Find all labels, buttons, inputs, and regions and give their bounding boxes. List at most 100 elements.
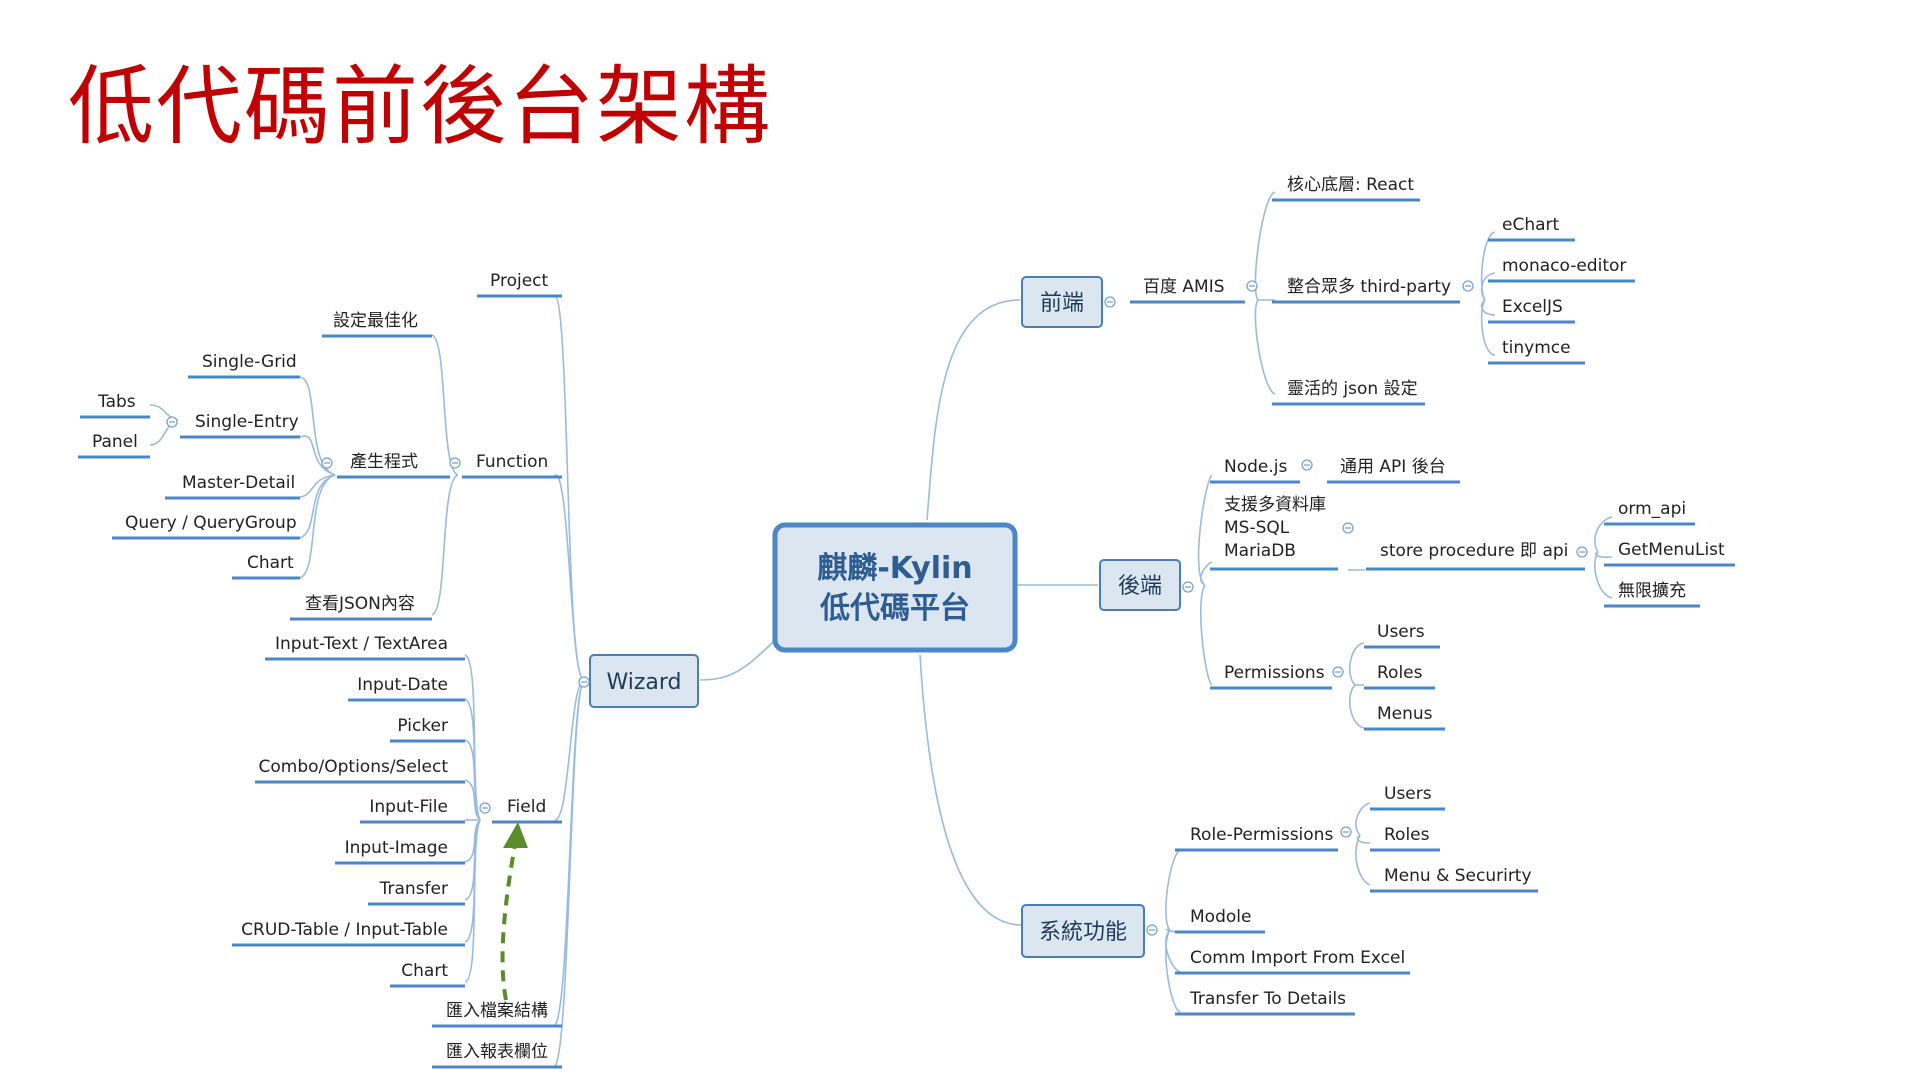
svg-text:Master-Detail: Master-Detail: [182, 473, 295, 493]
node-permissions[interactable]: Permissions: [1210, 663, 1332, 690]
rp-item[interactable]: Users: [1370, 784, 1445, 811]
node-generic-api[interactable]: 通用 API 後台: [1327, 457, 1460, 484]
node-amis[interactable]: 百度 AMIS: [1130, 277, 1245, 304]
svg-text:Function: Function: [476, 452, 548, 472]
node-json-setting[interactable]: 靈活的 json 設定: [1272, 379, 1425, 406]
node-tabs[interactable]: Tabs: [80, 392, 150, 419]
collapse-icons[interactable]: [166, 280, 1588, 936]
perm-item[interactable]: Users: [1364, 622, 1440, 649]
field-item[interactable]: Input-Text / TextArea: [265, 634, 465, 661]
sp-item[interactable]: orm_api: [1604, 499, 1695, 526]
node-comm-import[interactable]: Comm Import From Excel: [1175, 948, 1410, 975]
perm-item[interactable]: Menus: [1364, 704, 1445, 731]
svg-text:Chart: Chart: [247, 553, 294, 573]
svg-text:Users: Users: [1384, 784, 1432, 804]
node-panel[interactable]: Panel: [78, 432, 150, 459]
node-chart-generate[interactable]: Chart: [232, 553, 300, 580]
lib-item[interactable]: tinymce: [1488, 338, 1585, 365]
collapse-icon: [449, 457, 461, 469]
node-query[interactable]: Query / QueryGroup: [112, 513, 300, 540]
rp-item[interactable]: Roles: [1370, 825, 1440, 852]
svg-text:MS-SQL: MS-SQL: [1224, 518, 1290, 538]
collapse-icon: [1104, 296, 1116, 308]
node-nodejs[interactable]: Node.js: [1210, 457, 1300, 484]
collapse-icon: [1342, 522, 1354, 534]
svg-text:Menus: Menus: [1377, 704, 1433, 724]
svg-text:前端: 前端: [1040, 291, 1084, 316]
node-frontend[interactable]: 前端: [1021, 276, 1103, 328]
field-item[interactable]: Transfer: [368, 879, 465, 906]
svg-text:匯入檔案結構: 匯入檔案結構: [446, 1001, 548, 1021]
node-import-file[interactable]: 匯入檔案結構: [432, 1001, 562, 1028]
node-backend[interactable]: 後端: [1099, 559, 1181, 611]
node-generate[interactable]: 產生程式: [337, 452, 450, 479]
node-single-entry[interactable]: Single-Entry: [180, 412, 300, 439]
svg-text:百度 AMIS: 百度 AMIS: [1143, 277, 1225, 297]
center-node[interactable]: 麒麟-Kylin 低代碼平台: [772, 522, 1018, 653]
node-core-react[interactable]: 核心底層: React: [1272, 175, 1420, 202]
collapse-icon: [578, 676, 590, 688]
node-wizard[interactable]: Wizard: [589, 654, 699, 708]
node-transfer-details[interactable]: Transfer To Details: [1175, 989, 1355, 1016]
svg-text:monaco-editor: monaco-editor: [1502, 256, 1626, 276]
sp-item[interactable]: 無限擴充: [1604, 581, 1700, 608]
node-view-json[interactable]: 查看JSON內容: [290, 594, 432, 621]
svg-text:Wizard: Wizard: [606, 670, 681, 695]
node-single-grid[interactable]: Single-Grid: [188, 352, 300, 379]
node-settings[interactable]: 設定最佳化: [322, 311, 432, 338]
node-role-permissions[interactable]: Role-Permissions: [1175, 825, 1338, 852]
collapse-icon: [1340, 826, 1352, 838]
svg-text:Combo/Options/Select: Combo/Options/Select: [258, 757, 448, 777]
sp-item[interactable]: GetMenuList: [1604, 540, 1735, 567]
rp-item[interactable]: Menu & Securirty: [1370, 866, 1538, 893]
perm-item[interactable]: Roles: [1364, 663, 1435, 690]
svg-text:核心底層: React: 核心底層: React: [1287, 175, 1414, 195]
field-item[interactable]: CRUD-Table / Input-Table: [232, 920, 465, 947]
field-item[interactable]: Input-File: [360, 797, 465, 824]
svg-text:Project: Project: [490, 271, 548, 291]
lib-item[interactable]: ExcelJS: [1488, 297, 1575, 324]
collapse-icon: [1146, 924, 1158, 936]
collapse-icon: [321, 457, 333, 469]
svg-text:產生程式: 產生程式: [350, 452, 418, 472]
field-item[interactable]: Input-Date: [348, 675, 465, 702]
node-import-report[interactable]: 匯入報表欄位: [432, 1042, 562, 1069]
field-item[interactable]: Chart: [390, 961, 465, 988]
svg-text:Picker: Picker: [397, 716, 448, 736]
lib-item[interactable]: eChart: [1488, 215, 1575, 242]
svg-text:store procedure 即 api: store procedure 即 api: [1380, 541, 1568, 561]
svg-text:CRUD-Table / Input-Table: CRUD-Table / Input-Table: [241, 920, 448, 940]
field-item[interactable]: Input-Image: [335, 838, 465, 865]
svg-text:ExcelJS: ExcelJS: [1502, 297, 1563, 317]
node-third-party[interactable]: 整合眾多 third-party: [1272, 277, 1460, 304]
svg-text:tinymce: tinymce: [1502, 338, 1571, 358]
svg-text:Transfer: Transfer: [379, 879, 448, 899]
svg-text:Input-File: Input-File: [369, 797, 448, 817]
lib-item[interactable]: monaco-editor: [1488, 256, 1635, 283]
svg-text:靈活的 json 設定: 靈活的 json 設定: [1287, 379, 1418, 399]
svg-text:eChart: eChart: [1502, 215, 1560, 235]
node-master-detail[interactable]: Master-Detail: [165, 473, 300, 500]
svg-text:Node.js: Node.js: [1224, 457, 1287, 477]
node-modole[interactable]: Modole: [1175, 907, 1265, 934]
node-field[interactable]: Field: [492, 797, 562, 824]
svg-text:後端: 後端: [1118, 574, 1162, 599]
node-multi-db[interactable]: 支援多資料庫 MS-SQL MariaDB: [1210, 495, 1338, 571]
node-project[interactable]: Project: [477, 271, 562, 298]
svg-text:Users: Users: [1377, 622, 1425, 642]
field-item[interactable]: Picker: [390, 716, 465, 743]
node-system[interactable]: 系統功能: [1021, 904, 1145, 958]
svg-text:Menu & Securirty: Menu & Securirty: [1384, 866, 1532, 886]
node-function[interactable]: Function: [462, 452, 562, 479]
svg-text:Role-Permissions: Role-Permissions: [1190, 825, 1333, 845]
node-store-procedure[interactable]: store procedure 即 api: [1366, 541, 1585, 571]
svg-text:MariaDB: MariaDB: [1224, 541, 1296, 561]
field-item[interactable]: Combo/Options/Select: [255, 757, 465, 784]
svg-text:設定最佳化: 設定最佳化: [333, 311, 418, 331]
collapse-icon: [1332, 666, 1344, 678]
collapse-icon: [1462, 280, 1474, 292]
collapse-icon: [1576, 546, 1588, 558]
svg-text:orm_api: orm_api: [1618, 499, 1686, 519]
collapse-icon: [1182, 581, 1194, 593]
